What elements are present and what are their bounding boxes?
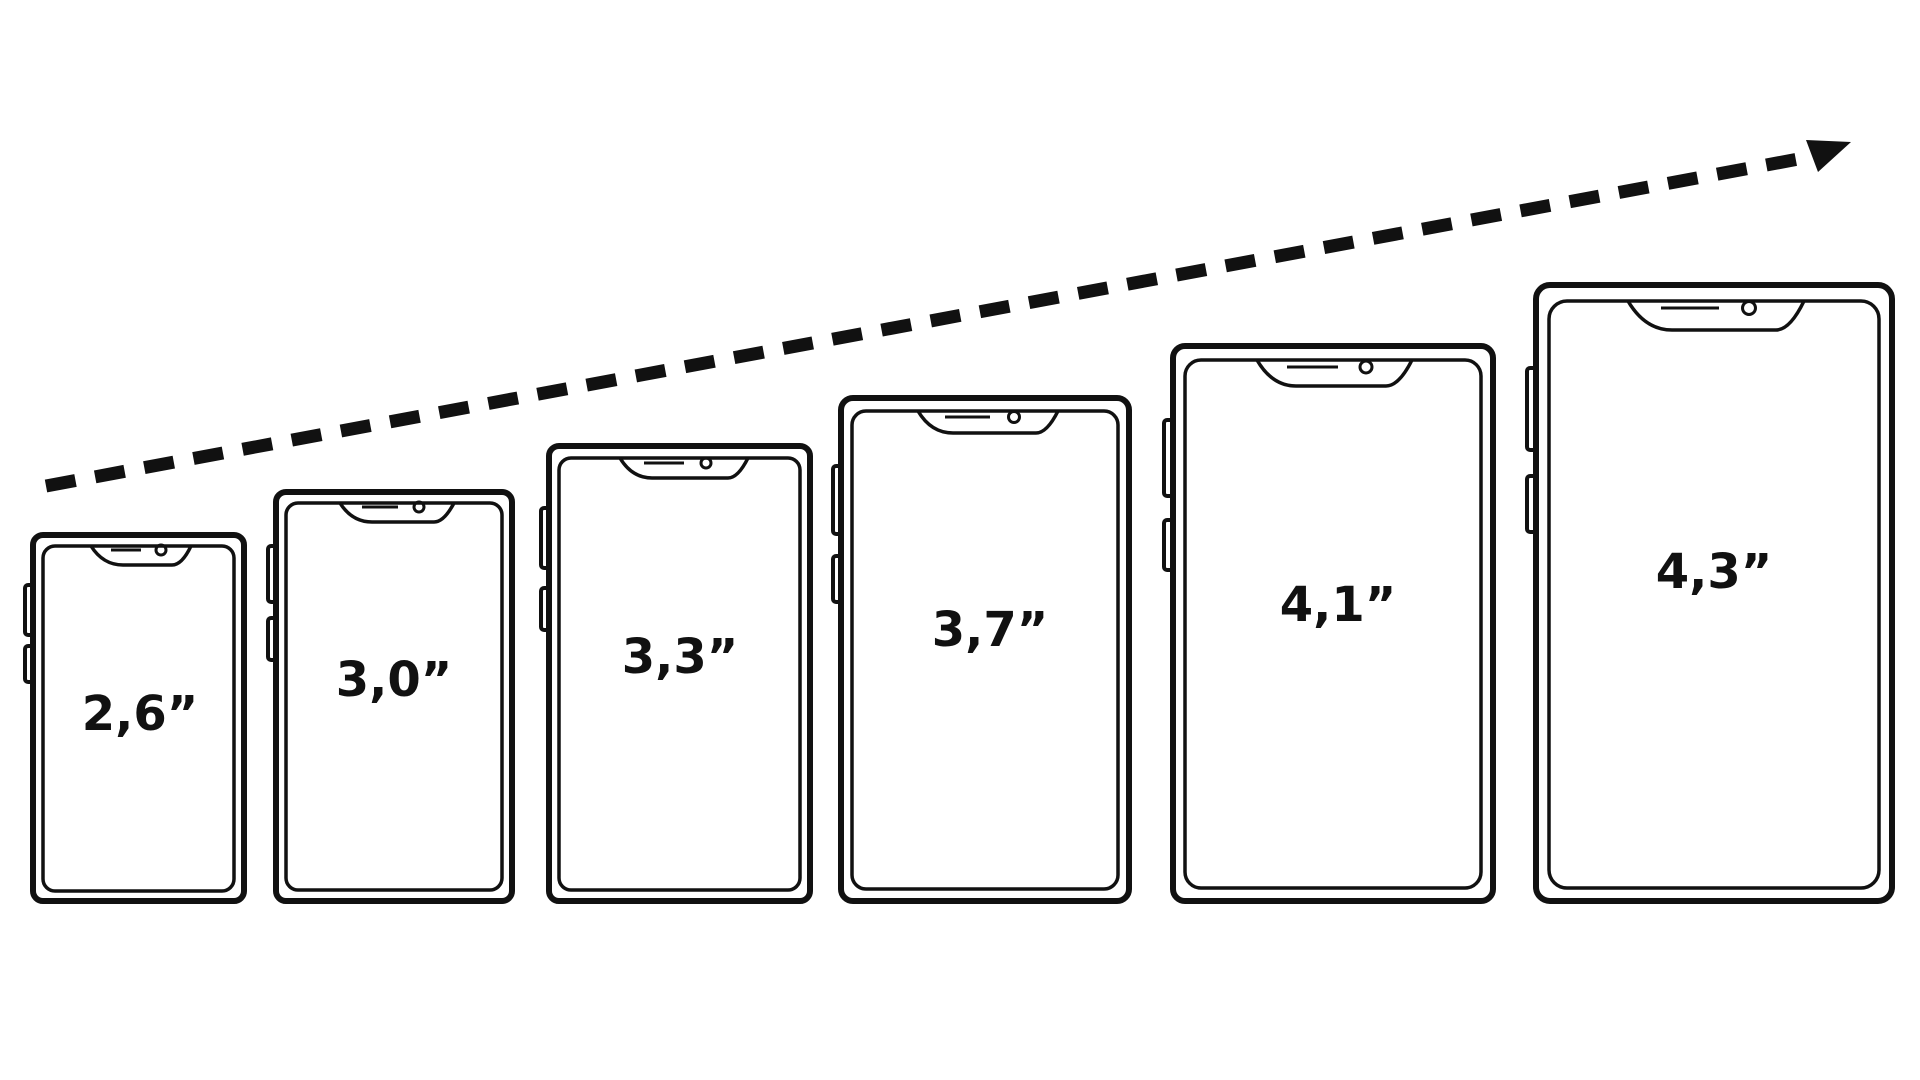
phone-6-notch xyxy=(1626,300,1806,332)
phone-6: 4,3” xyxy=(1525,282,1895,904)
phone-4: 3,7” xyxy=(831,395,1132,904)
phone-6-outer-frame xyxy=(1533,282,1895,904)
phone-1: 2,6” xyxy=(23,532,247,904)
phone-5-camera-icon xyxy=(1358,359,1374,375)
phone-3: 3,3” xyxy=(539,443,813,904)
phone-6-camera-icon xyxy=(1741,300,1757,316)
phone-2-outer-frame xyxy=(273,489,515,904)
growth-arrow xyxy=(44,140,1851,493)
phone-5: 4,1” xyxy=(1162,343,1496,904)
phone-5-size-label: 4,1” xyxy=(1280,577,1397,633)
growth-arrow-dashed-line xyxy=(44,148,1822,493)
phone-3-notch xyxy=(618,457,750,480)
phone-2-screen xyxy=(284,501,504,892)
phone-6-screen xyxy=(1547,299,1881,890)
phone-4-camera-icon xyxy=(1007,410,1021,424)
phone-1-outer-frame xyxy=(30,532,247,904)
phone-3-camera-icon xyxy=(699,456,713,470)
phone-3-screen xyxy=(557,456,802,892)
phone-5-screen xyxy=(1183,358,1483,890)
phone-1-screen xyxy=(41,544,236,893)
phone-2-notch xyxy=(338,502,456,524)
phone-4-size-label: 3,7” xyxy=(932,602,1049,658)
phone-1-notch xyxy=(89,545,193,567)
phone-2-camera-icon xyxy=(412,500,426,514)
phone-4-notch xyxy=(916,410,1060,435)
growth-arrow-head-icon xyxy=(1806,140,1851,172)
phone-6-size-label: 4,3” xyxy=(1656,544,1773,600)
phone-4-screen xyxy=(850,409,1120,891)
phone-3-outer-frame xyxy=(546,443,813,904)
phone-4-outer-frame xyxy=(838,395,1132,904)
phone-2: 3,0” xyxy=(266,489,515,904)
phone-5-outer-frame xyxy=(1170,343,1496,904)
phone-1-camera-icon xyxy=(154,543,168,557)
phone-1-size-label: 2,6” xyxy=(82,686,199,742)
phone-3-size-label: 3,3” xyxy=(622,629,739,685)
phone-2-size-label: 3,0” xyxy=(336,652,453,708)
phone-5-notch xyxy=(1255,359,1414,388)
